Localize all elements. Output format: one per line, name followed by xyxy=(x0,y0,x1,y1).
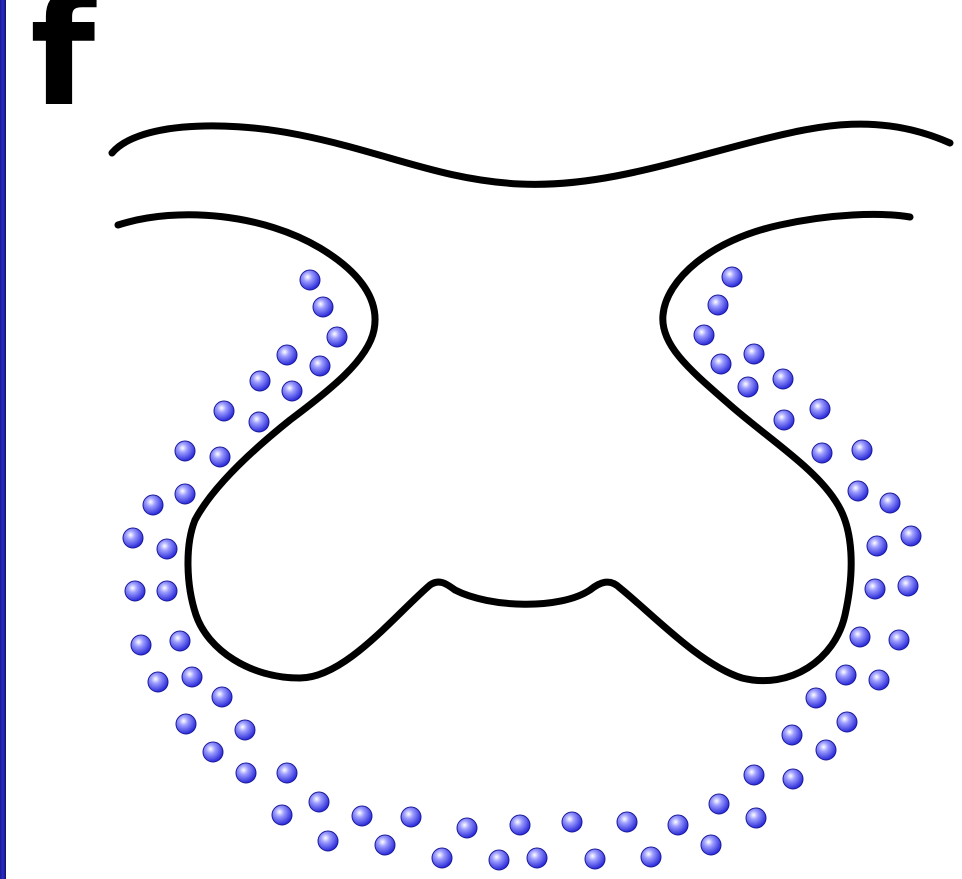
blue-sphere xyxy=(375,835,395,855)
blue-sphere xyxy=(175,484,195,504)
blue-sphere xyxy=(401,807,421,827)
blue-sphere xyxy=(148,672,168,692)
blue-sphere xyxy=(865,579,885,599)
upper-membrane-curve xyxy=(112,124,950,184)
blue-sphere xyxy=(783,769,803,789)
blue-sphere xyxy=(744,344,764,364)
blue-sphere xyxy=(782,725,802,745)
blue-sphere xyxy=(711,354,731,374)
blue-sphere xyxy=(432,848,452,868)
blue-sphere xyxy=(641,847,661,867)
blue-sphere xyxy=(236,763,256,783)
blue-sphere xyxy=(250,371,270,391)
blue-sphere xyxy=(175,441,195,461)
blue-sphere xyxy=(123,528,143,548)
blue-sphere xyxy=(125,581,145,601)
blue-sphere xyxy=(810,399,830,419)
blue-sphere xyxy=(869,670,889,690)
blue-sphere xyxy=(889,630,909,650)
blue-sphere xyxy=(309,792,329,812)
blue-sphere xyxy=(668,815,688,835)
blue-sphere xyxy=(282,381,302,401)
blue-sphere xyxy=(722,267,742,287)
blue-sphere xyxy=(562,812,582,832)
blue-sphere xyxy=(694,325,714,345)
blue-sphere xyxy=(157,581,177,601)
blue-sphere xyxy=(170,631,190,651)
blue-sphere xyxy=(816,740,836,760)
blue-sphere xyxy=(212,687,232,707)
blue-sphere xyxy=(709,794,729,814)
blue-sphere xyxy=(310,356,330,376)
blue-sphere xyxy=(836,665,856,685)
blue-sphere xyxy=(585,849,605,869)
blue-sphere xyxy=(738,377,758,397)
blue-sphere xyxy=(773,369,793,389)
blue-sphere xyxy=(235,720,255,740)
blue-sphere xyxy=(867,536,887,556)
blue-sphere xyxy=(617,812,637,832)
blue-sphere xyxy=(901,526,921,546)
blue-sphere xyxy=(352,806,372,826)
blue-sphere xyxy=(852,440,872,460)
blue-sphere xyxy=(746,808,766,828)
blue-sphere xyxy=(182,667,202,687)
blue-sphere xyxy=(143,495,163,515)
blue-sphere xyxy=(131,635,151,655)
blue-sphere xyxy=(277,345,297,365)
blue-sphere xyxy=(313,297,333,317)
blue-sphere xyxy=(806,688,826,708)
blue-sphere xyxy=(837,712,857,732)
blue-sphere xyxy=(272,805,292,825)
blue-sphere xyxy=(318,831,338,851)
blue-sphere xyxy=(774,410,794,430)
blue-sphere xyxy=(898,576,918,596)
blue-sphere xyxy=(880,493,900,513)
blue-sphere xyxy=(510,815,530,835)
blue-sphere xyxy=(203,742,223,762)
blue-spheres xyxy=(123,267,921,870)
blue-sphere xyxy=(701,835,721,855)
blue-sphere xyxy=(300,270,320,290)
blue-sphere xyxy=(457,818,477,838)
blue-sphere xyxy=(214,401,234,421)
blue-sphere xyxy=(850,627,870,647)
blue-sphere xyxy=(489,850,509,870)
blue-sphere xyxy=(176,714,196,734)
blue-sphere xyxy=(744,765,764,785)
blue-sphere xyxy=(527,848,547,868)
blue-sphere xyxy=(277,763,297,783)
blue-sphere xyxy=(327,327,347,347)
blue-sphere xyxy=(708,295,728,315)
blue-sphere xyxy=(157,539,177,559)
blue-sphere xyxy=(812,443,832,463)
blue-sphere xyxy=(249,412,269,432)
blue-sphere xyxy=(848,481,868,501)
blue-sphere xyxy=(210,447,230,467)
cell-outline xyxy=(118,214,910,680)
